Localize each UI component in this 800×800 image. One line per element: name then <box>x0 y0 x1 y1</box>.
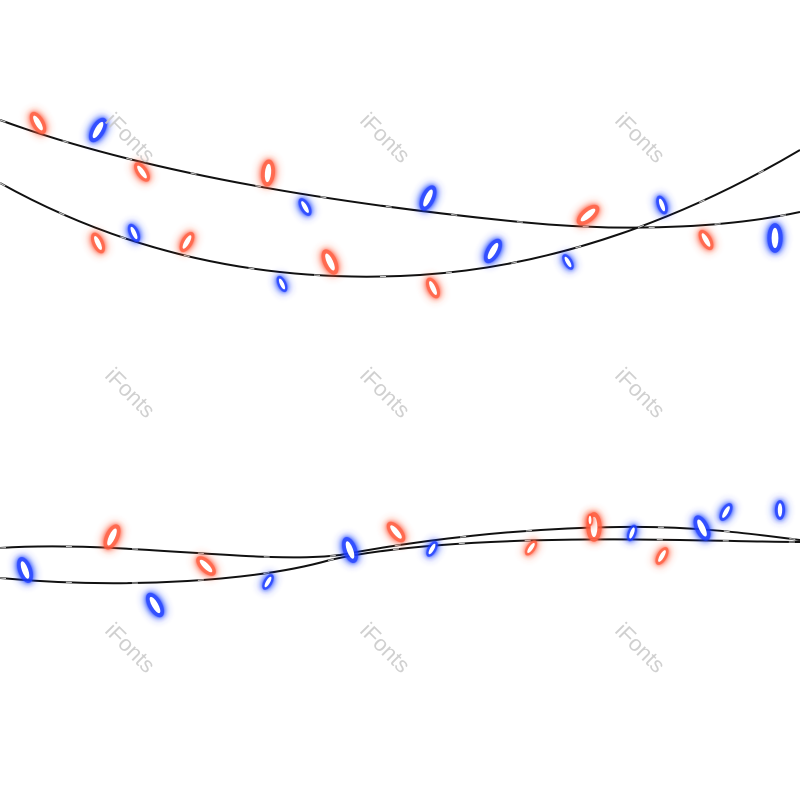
warm-bulb <box>655 547 669 565</box>
bulb-core <box>487 242 499 260</box>
warm-bulb <box>260 159 276 187</box>
bulb-core <box>777 503 783 517</box>
upper-strand-a-wire-highlight <box>0 119 800 229</box>
cool-bulb <box>562 254 574 270</box>
warm-bulb <box>321 249 339 275</box>
bulb-core <box>33 115 43 131</box>
bulb-core <box>423 189 433 207</box>
lower-strand-b-wire <box>0 538 800 585</box>
cool-bulb <box>262 574 274 590</box>
wires-group <box>0 119 800 585</box>
warm-bulb <box>179 231 195 253</box>
bulb-core <box>345 541 355 559</box>
cool-bulb <box>626 524 638 542</box>
cool-bulb <box>426 541 438 557</box>
cool-bulb <box>774 500 786 520</box>
warm-bulb <box>576 204 600 226</box>
cool-bulb <box>16 556 34 584</box>
bulb-core <box>701 233 711 247</box>
warm-bulb <box>524 540 538 556</box>
warm-bulb <box>90 232 106 254</box>
bulb-core <box>564 256 572 268</box>
cool-bulb <box>767 223 783 253</box>
cool-bulb <box>145 592 165 618</box>
cool-bulb <box>276 275 288 293</box>
cool-bulb <box>719 503 733 521</box>
bulb-core <box>697 519 707 537</box>
bulb-core <box>92 121 104 139</box>
warm-bulb <box>425 277 441 299</box>
bulb-core <box>107 528 117 546</box>
warm-bulb <box>196 556 216 576</box>
cool-bulb <box>88 117 108 143</box>
warm-bulb <box>134 162 150 182</box>
warm-bulb <box>103 524 121 550</box>
bulb-core <box>264 576 272 588</box>
cool-bulb <box>341 536 359 564</box>
bulb-core <box>20 561 30 579</box>
bulb-core <box>428 543 436 555</box>
bulb-core <box>137 165 147 179</box>
bulb-core <box>429 281 437 295</box>
bulb-core <box>199 559 213 573</box>
bulb-core <box>527 543 535 553</box>
bulb-core <box>149 596 161 614</box>
bulb-core <box>588 515 592 525</box>
upper-strand-b-wire <box>0 149 800 278</box>
warm-bulb <box>29 111 47 135</box>
cool-bulb <box>298 198 312 216</box>
bulb-core <box>658 550 666 562</box>
bulb-core <box>325 253 335 271</box>
warm-bulb <box>386 521 406 543</box>
bulb-core <box>301 201 309 213</box>
bulbs-group <box>16 111 786 618</box>
bulb-core <box>771 227 779 249</box>
warm-bulb <box>586 513 594 527</box>
warm-bulb <box>698 229 714 251</box>
bulb-core <box>182 235 192 249</box>
bulb-core <box>658 198 666 212</box>
bulb-core <box>629 527 635 539</box>
bulb-core <box>264 163 272 183</box>
cool-bulb <box>483 238 503 264</box>
bulb-core <box>580 208 596 222</box>
cool-bulb <box>693 515 711 541</box>
upper-strand-b-wire-highlight <box>0 149 800 278</box>
bulb-core <box>94 236 102 250</box>
cool-bulb <box>419 185 437 211</box>
lower-strand-b-wire-highlight <box>0 538 800 584</box>
bulb-core <box>390 525 402 539</box>
bulb-core <box>722 506 730 518</box>
bulb-core <box>278 278 286 290</box>
cool-bulb <box>656 195 668 215</box>
bulb-core <box>130 226 138 240</box>
cool-bulb <box>127 223 141 243</box>
